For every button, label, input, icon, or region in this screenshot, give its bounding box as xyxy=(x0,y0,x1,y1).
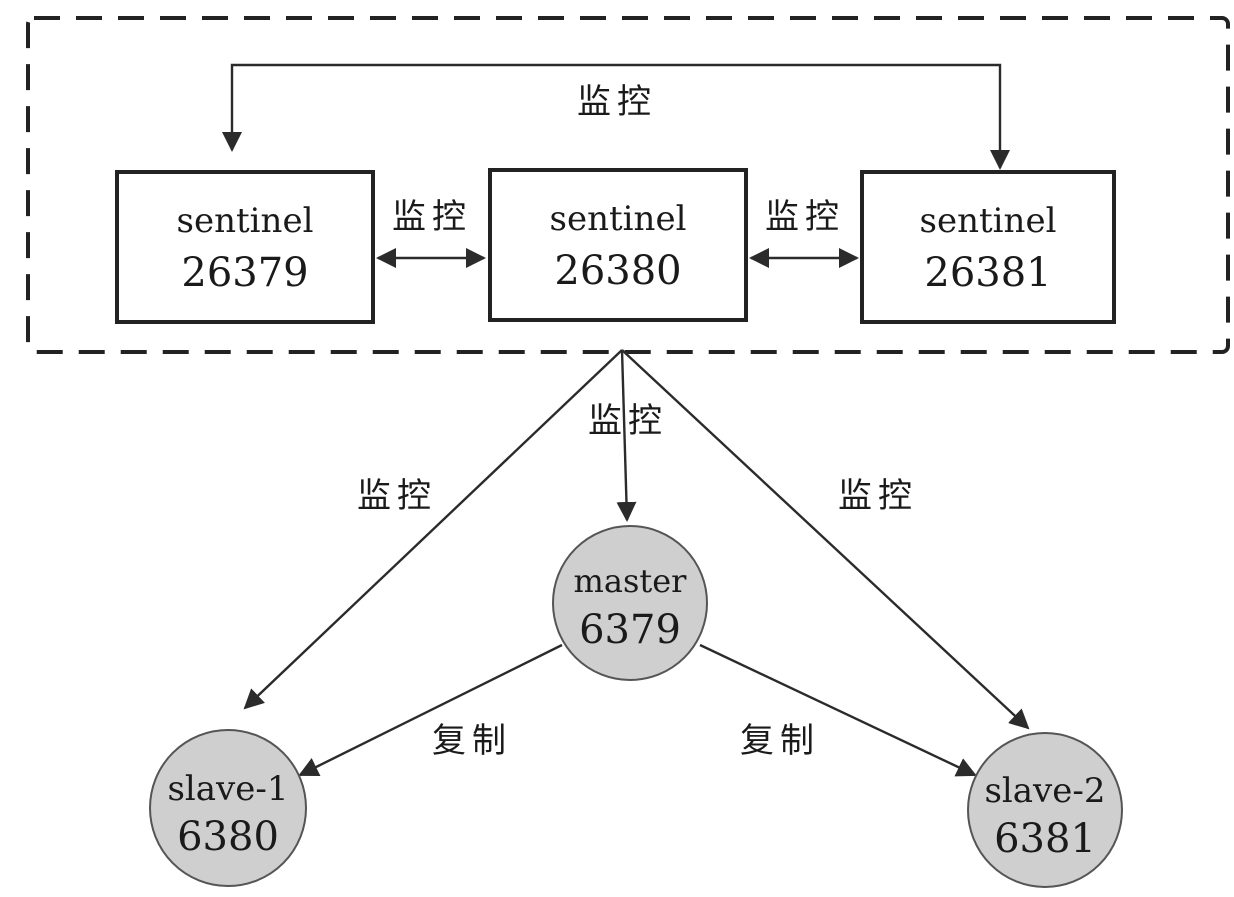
edge-replicate-slave-2 xyxy=(699,643,977,777)
sentinel-port: 26380 xyxy=(554,248,681,294)
edge-monitor-slave-1 xyxy=(243,349,623,710)
sentinel-name: sentinel xyxy=(550,199,687,239)
sentinel-port: 26379 xyxy=(181,250,308,296)
sentinel-name: sentinel xyxy=(177,201,314,241)
slave-name: slave-2 xyxy=(984,771,1105,811)
sentinel-node-26379: sentinel 26379 xyxy=(115,170,375,324)
slave-node-6380: slave-1 6380 xyxy=(149,729,307,887)
label-monitor-left-pair: 监控 xyxy=(392,197,472,237)
slave-node-6381: slave-2 6381 xyxy=(967,732,1123,888)
edge-monitor-top xyxy=(222,63,1010,170)
edge-replicate-slave-1 xyxy=(298,643,563,777)
master-port: 6379 xyxy=(579,607,681,653)
label-monitor-slave-2: 监控 xyxy=(838,476,918,516)
master-name: master xyxy=(574,562,688,600)
label-monitor-slave-1: 监控 xyxy=(357,476,437,516)
sentinel-node-26380: sentinel 26380 xyxy=(488,168,748,322)
sentinel-port: 26381 xyxy=(924,250,1051,296)
sentinel-box xyxy=(115,170,375,324)
slave-circle xyxy=(967,732,1123,888)
label-monitor-top: 监控 xyxy=(577,82,657,122)
sentinel-group-border xyxy=(26,16,1230,354)
label-monitor-master: 监控 xyxy=(588,401,668,441)
label-replicate-slave-2: 复制 xyxy=(740,721,820,761)
label-replicate-slave-1: 复制 xyxy=(432,721,512,761)
sentinel-box xyxy=(488,168,748,322)
sentinel-box xyxy=(860,170,1116,324)
master-circle xyxy=(552,525,708,681)
edge-monitor-slave-2 xyxy=(621,349,1030,730)
slave-name: slave-1 xyxy=(167,769,288,809)
sentinel-name: sentinel xyxy=(920,201,1057,241)
master-node-6379: master 6379 xyxy=(552,525,708,681)
slave-circle xyxy=(149,729,307,887)
label-monitor-right-pair: 监控 xyxy=(765,197,845,237)
edge-monitor-master xyxy=(616,349,637,522)
slave-port: 6381 xyxy=(994,816,1096,862)
sentinel-node-26381: sentinel 26381 xyxy=(860,170,1116,324)
slave-port: 6380 xyxy=(177,814,279,860)
